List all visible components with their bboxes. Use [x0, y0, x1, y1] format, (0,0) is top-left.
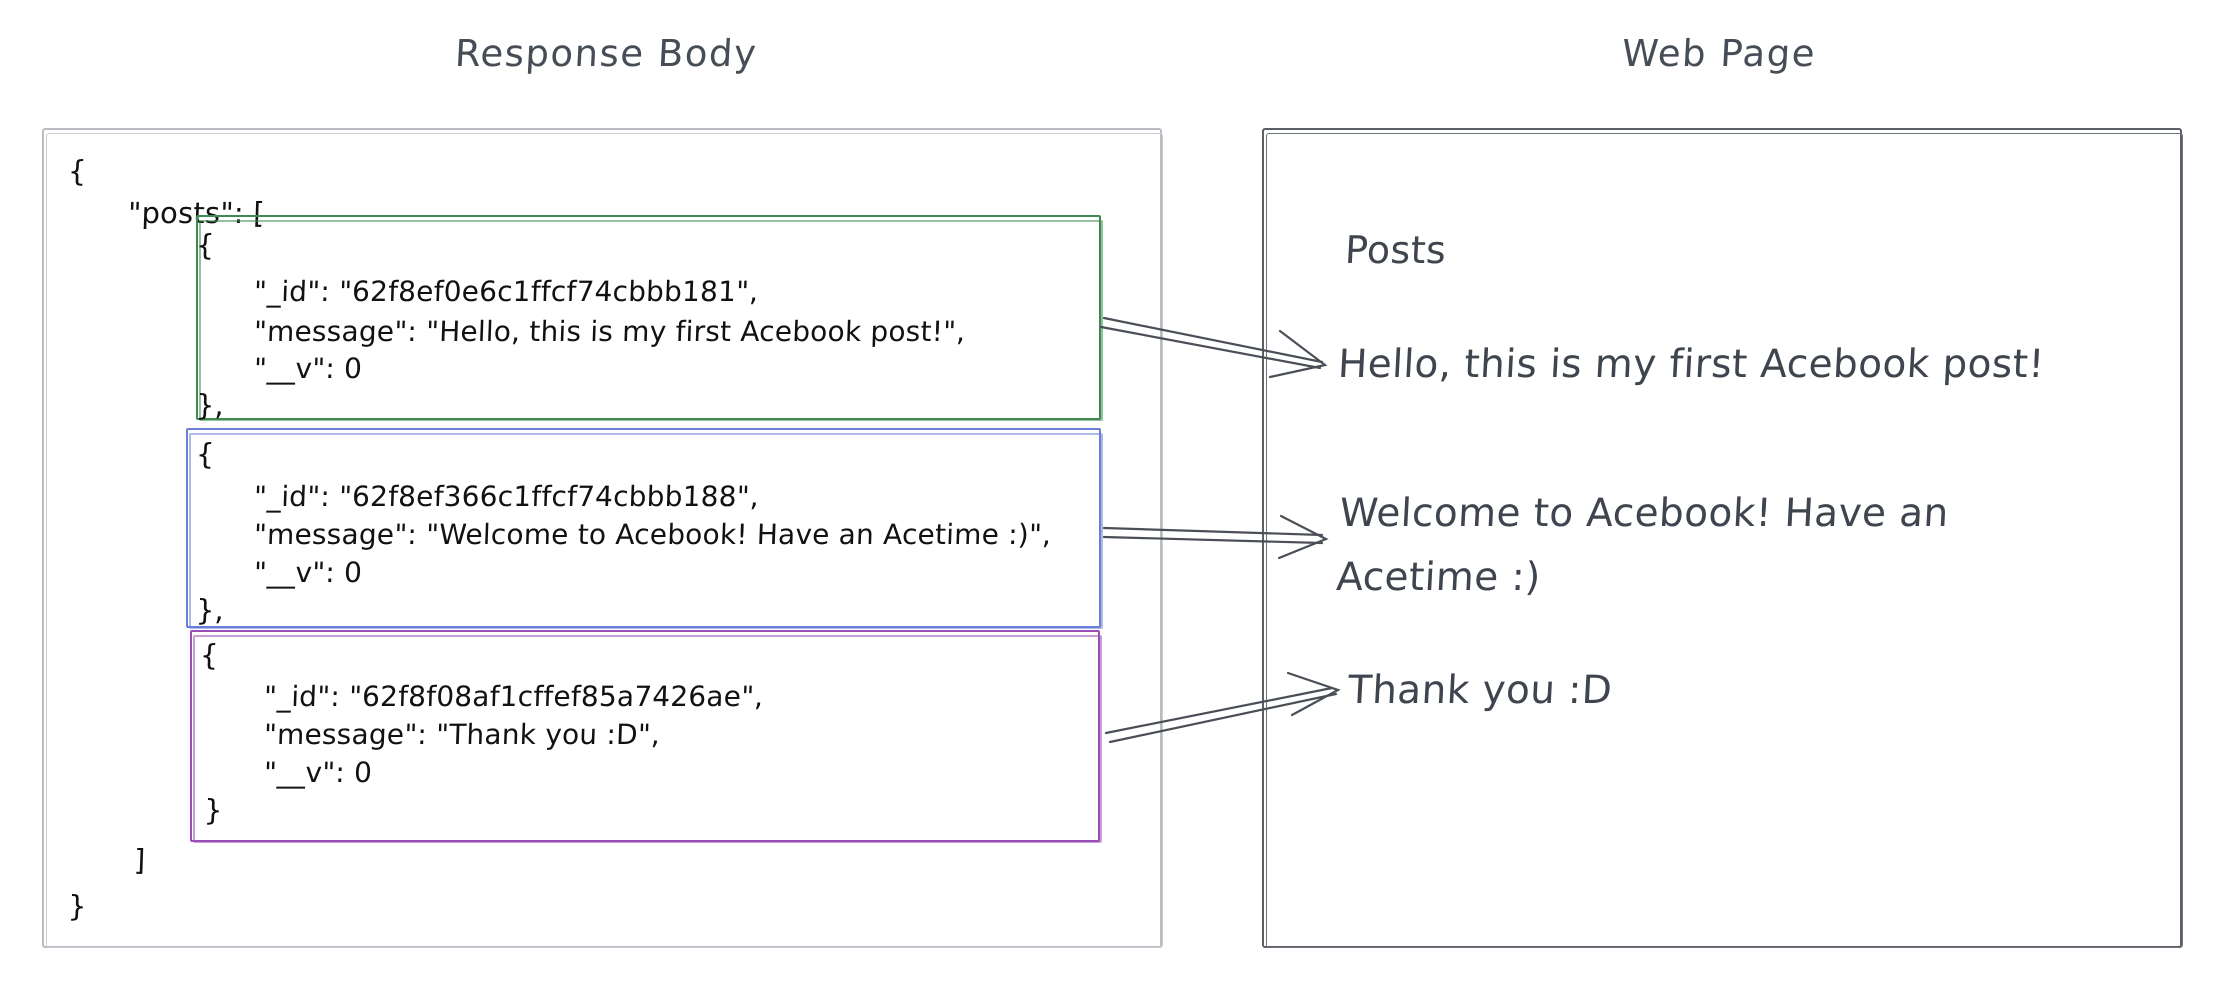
post-0-message-line: "message": "Hello, this is my first Aceb…	[253, 315, 966, 348]
web-post-item-2: Thank you :D	[1346, 668, 1614, 713]
web-post-item-1: Welcome to Acebook! Have an Acetime :)	[1335, 491, 1950, 600]
post-2-close-brace: }	[203, 793, 224, 827]
post-1-open-brace: {	[195, 437, 216, 471]
post-1-close-brace: },	[195, 593, 225, 627]
web-page-title: Web Page	[1620, 32, 1818, 75]
json-close-bracket: ]	[133, 843, 147, 877]
response-body-title: Response Body	[453, 32, 759, 75]
post-0-open-brace: {	[195, 228, 216, 262]
post-1-message-line: "message": "Welcome to Acebook! Have an …	[253, 518, 1052, 551]
post-2-open-brace: {	[199, 638, 220, 672]
post-1-version-line: "__v": 0	[253, 556, 363, 589]
post-2-message-line: "message": "Thank you :D",	[263, 718, 661, 751]
json-open-brace: {	[67, 154, 88, 188]
post-0-version-line: "__v": 0	[253, 352, 363, 385]
post-2-version-line: "__v": 0	[263, 756, 373, 789]
web-post-item-0: Hello, this is my first Acebook post!	[1336, 342, 2046, 387]
post-0-id-line: "_id": "62f8ef0e6c1ffcf74cbbb181",	[253, 275, 759, 308]
post-2-id-line: "_id": "62f8f08af1cffef85a7426ae",	[263, 680, 764, 713]
web-posts-heading: Posts	[1343, 228, 1448, 272]
json-close-brace: }	[67, 889, 88, 923]
post-1-id-line: "_id": "62f8ef366c1ffcf74cbbb188",	[253, 480, 760, 513]
post-0-close-brace: },	[195, 388, 225, 422]
